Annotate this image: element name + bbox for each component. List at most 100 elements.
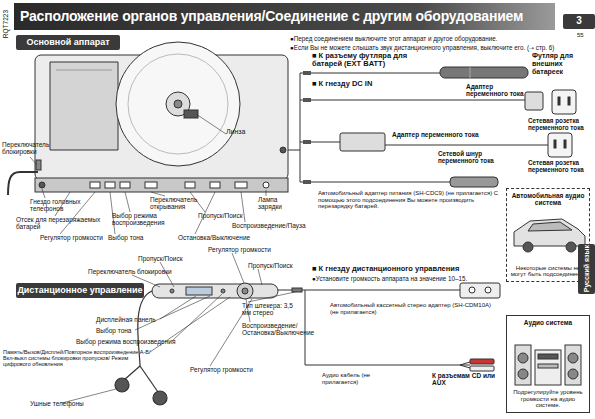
rca-plug xyxy=(470,359,494,371)
remote-control xyxy=(152,283,302,299)
part-label: 55 xyxy=(577,32,584,39)
section-heading: Дистанционное управление xyxy=(16,283,144,298)
heading-label: Адаптер переменного тока xyxy=(392,131,479,138)
node-body: Некоторые системы не могут быть подсоеди… xyxy=(510,265,586,278)
part-label: RQT7223 xyxy=(2,10,9,38)
car-drawing xyxy=(523,242,533,252)
part-label: Память/Вызов/Дисплей/Повторное воспроизв… xyxy=(3,349,153,367)
connection-wire xyxy=(460,362,470,365)
remote-control xyxy=(237,283,253,299)
part-label: ●Перед соединением выключите этот аппара… xyxy=(290,35,595,42)
cd-player xyxy=(263,182,269,188)
cd-player xyxy=(105,182,115,188)
cd-player xyxy=(116,42,240,166)
part-label: Выбор тона xyxy=(96,327,132,334)
earphones xyxy=(140,366,158,392)
cassette-adapter xyxy=(460,283,500,298)
language-tab: Русский язык xyxy=(578,244,595,294)
ac-outlet xyxy=(552,90,576,114)
page-title: Расположение органов управления/Соединен… xyxy=(20,8,523,24)
car-adapter xyxy=(450,177,498,187)
cd-player xyxy=(56,70,112,71)
ac-outlet xyxy=(568,97,570,105)
part-label: Переключатель блокировки xyxy=(2,141,57,156)
cd-player xyxy=(128,54,228,154)
car-drawing xyxy=(566,242,576,252)
headphone-cable xyxy=(8,172,38,195)
battery-case xyxy=(440,67,528,78)
earphones xyxy=(115,378,129,392)
remote-control xyxy=(278,290,292,291)
part-label: Остановка/Выключение xyxy=(178,234,250,241)
heading-label: ■ К гнезду DC IN xyxy=(312,80,372,88)
part-label: ●Установите громкость аппарата на значен… xyxy=(312,275,467,282)
cd-player xyxy=(35,42,288,192)
connection-wire xyxy=(288,73,548,368)
connection-wire xyxy=(302,290,460,291)
part-label: Линза xyxy=(226,128,245,136)
part-label: Ушные телефоны xyxy=(30,400,84,407)
leader-line xyxy=(151,192,165,196)
part-label: Гнездо головных телефонов xyxy=(30,198,92,213)
part-label: Воспроизведение/Пауза xyxy=(232,222,306,229)
node-heading: Автомобильная аудио система xyxy=(510,192,586,206)
part-label: Пропуск/Поиск xyxy=(138,255,183,262)
cd-player xyxy=(280,147,286,153)
part-label: Лампа зарядки xyxy=(258,196,294,211)
cd-player xyxy=(145,182,157,188)
section-heading: Основной аппарат xyxy=(16,35,120,50)
part-label: Выбор режима воспроизведения xyxy=(112,212,174,227)
ac-outlet xyxy=(564,140,566,148)
leader-line xyxy=(135,296,210,330)
cassette-adapter xyxy=(460,283,500,298)
connection-wire xyxy=(305,365,470,366)
connection-wire xyxy=(300,73,301,182)
part-label: Воспроизведение/ Остановка/Выключение xyxy=(242,322,320,337)
earphones xyxy=(153,391,167,405)
leader-line xyxy=(42,189,45,198)
heading-label: К разъемам CD или AUX xyxy=(432,372,502,387)
part-label: Переключатель открывания xyxy=(150,196,202,211)
part-label: Регулятор громкости xyxy=(40,234,103,241)
leader-line xyxy=(258,269,262,285)
leader-line xyxy=(196,114,226,134)
plug-symbol xyxy=(303,71,311,75)
rca-plug xyxy=(470,366,494,371)
stereo-drawing xyxy=(515,345,581,385)
car-drawing xyxy=(514,219,585,246)
remote-control xyxy=(292,288,302,292)
stereo-drawing xyxy=(568,353,578,363)
cd-player xyxy=(235,182,247,188)
battery-case xyxy=(440,67,528,78)
ac-adapter xyxy=(525,92,543,110)
part-label: Пропуск/Поиск xyxy=(198,212,243,219)
part-label: Дисплейная панель xyxy=(96,316,156,323)
node-heading: Аудио система xyxy=(510,319,586,326)
remote-control xyxy=(170,289,174,293)
heading-label: ■ К гнезду дистанционного управления xyxy=(312,265,459,273)
title-band xyxy=(14,3,555,30)
connection-wire xyxy=(460,365,470,368)
page-number-tab: 3 xyxy=(563,14,595,29)
plug-symbol xyxy=(303,98,311,102)
part-label: Переключатель блокировки xyxy=(88,268,172,275)
heading-label: Сетевая розетка переменного тока xyxy=(528,159,595,173)
heading-label: Сетевой шнур переменного тока xyxy=(438,150,513,164)
node-heading: Дистанционное управление xyxy=(17,286,142,295)
remote-control xyxy=(221,289,225,293)
plug-symbol xyxy=(303,71,311,184)
car-drawing xyxy=(528,222,572,231)
ac-outlet xyxy=(554,140,556,148)
ac-outlet xyxy=(548,133,572,157)
cd-player xyxy=(184,110,198,118)
part-label: Тип штекера: 3,5 мм стерео xyxy=(242,302,302,317)
leader-line xyxy=(248,292,295,302)
cd-player xyxy=(35,178,288,192)
cd-player xyxy=(50,62,118,150)
cassette-adapter xyxy=(485,287,491,293)
earphones xyxy=(115,291,167,405)
heading-label: Футляр для внешних батареек xyxy=(532,52,594,75)
stereo-drawing xyxy=(568,369,578,379)
stereo-drawing xyxy=(518,353,528,363)
